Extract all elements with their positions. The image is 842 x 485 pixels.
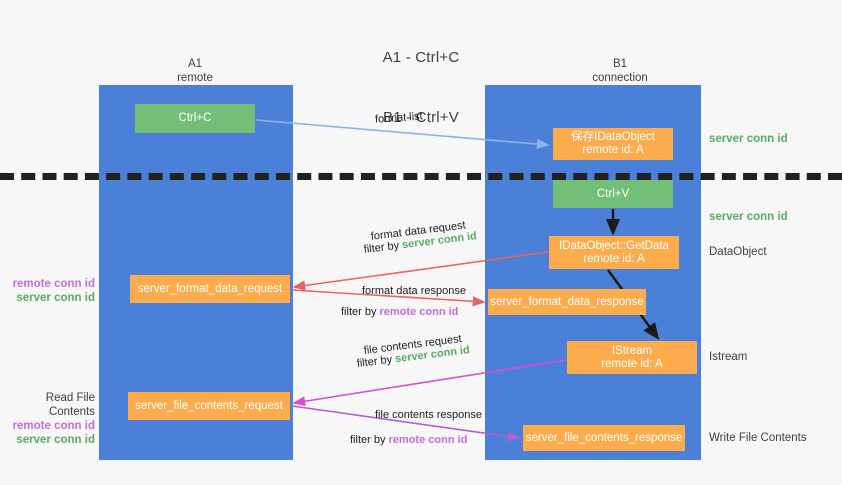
label-server-conn-id-lower: server conn id bbox=[16, 434, 95, 446]
label-dataobject: DataObject bbox=[709, 246, 767, 258]
box-save-idataobject[interactable]: 保存IDataObject remote id: A bbox=[553, 128, 673, 160]
label-server-conn-id-mid: server conn id bbox=[709, 211, 788, 223]
box-ctrl-c-label: Ctrl+C bbox=[178, 112, 212, 124]
box-server-format-data-response[interactable]: server_format_data_response bbox=[488, 289, 646, 315]
filter-by-text-2: filter by bbox=[341, 306, 377, 318]
box-save-idataobject-line2: remote id: A bbox=[582, 144, 644, 156]
box-server-format-data-request-label: server_format_data_request bbox=[137, 282, 283, 295]
box-ctrl-c[interactable]: Ctrl+C bbox=[135, 104, 255, 133]
filter-by-text-4: filter by bbox=[350, 434, 386, 446]
box-server-file-contents-request-label: server_file_contents_request bbox=[135, 399, 283, 412]
label-conn-ids-upper: remote conn id server conn id bbox=[0, 277, 95, 305]
column-a1-role: remote bbox=[177, 72, 213, 84]
arrow-label-file-contents-response: file contents response bbox=[375, 409, 483, 421]
column-a1-name: A1 bbox=[187, 58, 203, 70]
remote-conn-id-text-1: remote conn id bbox=[379, 306, 459, 318]
box-server-file-contents-request[interactable]: server_file_contents_request bbox=[128, 392, 290, 420]
box-save-idataobject-line1: 保存IDataObject bbox=[571, 131, 655, 143]
column-b1-name: B1 bbox=[612, 58, 628, 70]
label-read-file-group: Read File Contents remote conn id server… bbox=[0, 391, 95, 447]
label-server-conn-id-top: server conn id bbox=[709, 133, 788, 145]
box-idataobject-getdata-line1: IDataObject::GetData bbox=[559, 239, 669, 252]
filter-by-text-1: filter by bbox=[363, 239, 400, 256]
label-write-file-contents: Write File Contents bbox=[709, 432, 807, 444]
box-istream-line1: IStream bbox=[611, 344, 653, 357]
arrow-label-file-contents-response-filter: filter by remote conn id bbox=[350, 433, 467, 447]
filter-by-text-3: filter by bbox=[356, 353, 393, 370]
column-header-b1: B1 connection bbox=[545, 57, 695, 85]
box-server-file-contents-response-label: server_file_contents_response bbox=[525, 431, 683, 444]
title-line-1: A1 - Ctrl+C bbox=[382, 49, 460, 66]
column-header-a1: A1 remote bbox=[120, 57, 270, 85]
box-istream-line2: remote id: A bbox=[601, 357, 663, 370]
remote-conn-id-text-2: remote conn id bbox=[388, 434, 468, 446]
label-server-conn-id-upper: server conn id bbox=[16, 292, 95, 304]
label-remote-conn-id-upper: remote conn id bbox=[12, 278, 95, 290]
box-server-format-data-response-label: server_format_data_response bbox=[490, 295, 644, 308]
box-server-file-contents-response[interactable]: server_file_contents_response bbox=[523, 425, 685, 451]
box-server-format-data-request[interactable]: server_format_data_request bbox=[130, 275, 290, 303]
arrow-label-format-data-response: format data response bbox=[362, 285, 466, 297]
box-idataobject-getdata-line2: remote id: A bbox=[583, 252, 645, 265]
label-read-file-contents: Read File Contents bbox=[45, 392, 95, 418]
label-remote-conn-id-lower: remote conn id bbox=[12, 420, 95, 432]
column-b1-role: connection bbox=[592, 72, 648, 84]
arrow-label-format-data-response-filter: filter by remote conn id bbox=[341, 305, 458, 319]
box-ctrl-v-label: Ctrl+V bbox=[596, 187, 630, 200]
box-idataobject-getdata[interactable]: IDataObject::GetData remote id: A bbox=[549, 236, 679, 269]
label-istream: Istream bbox=[709, 351, 748, 363]
box-ctrl-v[interactable]: Ctrl+V bbox=[553, 180, 673, 208]
box-istream[interactable]: IStream remote id: A bbox=[567, 341, 697, 374]
phase-separator bbox=[0, 173, 842, 180]
